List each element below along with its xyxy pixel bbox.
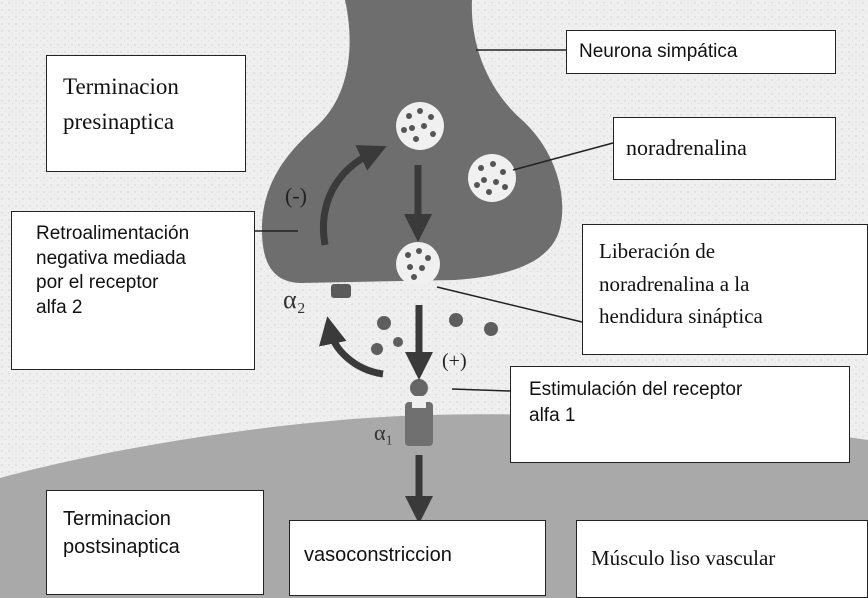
label-terminacion-postsinaptica: Terminacion postsinaptica [46,490,264,595]
alpha1-symbol: α₁ [374,420,393,446]
vesicle-release [396,242,440,286]
alpha2-receptor [331,284,351,298]
label-terminacion-presinaptica: Terminacion presinaptica [46,55,246,172]
label-neurona-simpatica: Neurona simpática [566,30,836,74]
vesicle-top [396,102,444,150]
label-musculo-liso-vascular: Músculo liso vascular [576,520,868,598]
label-noradrenalina: noradrenalina [613,117,836,180]
label-vasoconstriccion: vasoconstriccion [289,520,546,596]
negative-sign: (-) [285,183,307,209]
label-liberacion: Liberación de noradrenalina a la hendidu… [582,224,868,355]
label-retroalimentacion: Retroalimentación negativa mediada por e… [11,211,255,370]
alpha2-symbol: α₂ [283,285,306,315]
vesicle-right [468,154,516,202]
positive-sign: (+) [442,350,467,373]
label-estimulacion: Estimulación del receptor alfa 1 [510,366,850,463]
